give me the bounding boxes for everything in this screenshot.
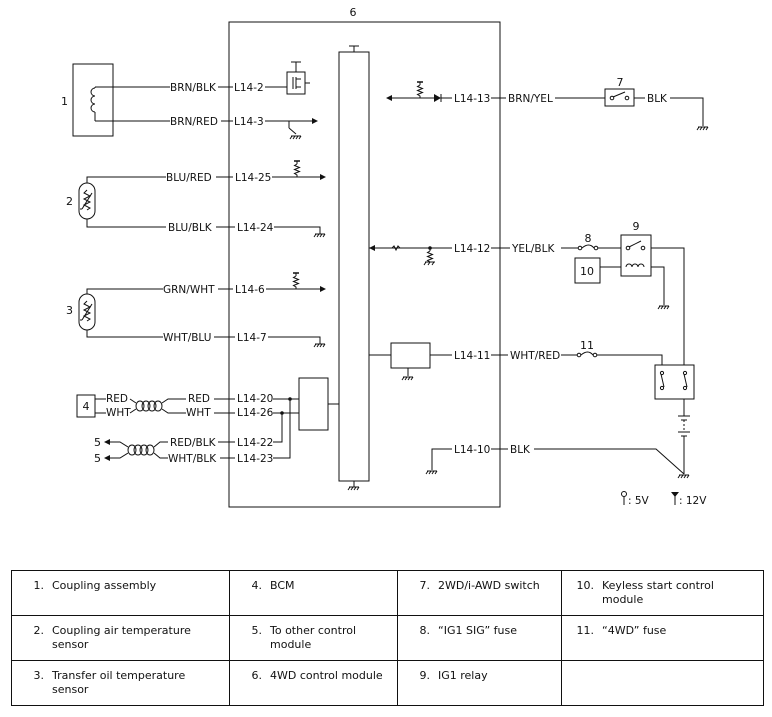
wire-blu-red: BLU/RED xyxy=(166,172,212,184)
legend-cell: 7. 2WD/i-AWD switch xyxy=(397,570,562,616)
voltage-12v-label: : 12V xyxy=(679,495,707,507)
coupling-assembly xyxy=(72,63,114,137)
legend-text: Keyless start control module xyxy=(602,579,714,606)
legend-cell: 3. Transfer oil temperature sensor xyxy=(11,660,230,706)
wire-brn-yel: BRN/YEL xyxy=(508,93,553,105)
legend-text: Coupling air temperature sensor xyxy=(52,624,191,651)
legend-text: Coupling assembly xyxy=(52,579,157,592)
legend-text: “4WD” fuse xyxy=(602,624,667,637)
component-7-label: 7 xyxy=(617,76,624,89)
wire-wht-b: WHT xyxy=(186,407,211,419)
legend-text: IG1 relay xyxy=(438,669,488,682)
bcm-box xyxy=(76,394,96,418)
can-transceiver-box xyxy=(298,377,329,431)
wire-wht-blu: WHT/BLU xyxy=(163,332,211,344)
ig1-sig-fuse xyxy=(577,244,599,251)
legend-text: 4WD control module xyxy=(270,669,383,682)
legend-number: 7. xyxy=(419,579,431,592)
main-relay xyxy=(654,364,695,400)
wire-red-a: RED xyxy=(106,393,128,405)
component-11-label: 11 xyxy=(580,339,594,352)
terminal-l14-13: L14-13 xyxy=(454,93,490,105)
awd-switch xyxy=(604,88,635,107)
wire-wht-a: WHT xyxy=(106,407,131,419)
legend-row: 1. Coupling assembly 4. BCM 7. 2WD/i-AWD swit… xyxy=(11,570,764,616)
component-5b-label: 5 xyxy=(94,452,101,465)
terminal-l14-3: L14-3 xyxy=(234,116,264,128)
terminal-l14-10: L14-10 xyxy=(454,444,490,456)
legend-cell: 8. “IG1 SIG” fuse xyxy=(397,615,562,661)
terminal-l14-25: L14-25 xyxy=(235,172,271,184)
wire-blk-a: BLK xyxy=(647,93,668,105)
terminal-l14-20: L14-20 xyxy=(237,393,273,405)
power-circuit-box xyxy=(390,342,431,369)
terminal-l14-22: L14-22 xyxy=(237,437,273,449)
component-6-label: 6 xyxy=(350,6,357,19)
component-legend-table: 1. Coupling assembly 4. BCM 7. 2WD/i-AWD swit… xyxy=(11,570,764,706)
component-5a-label: 5 xyxy=(94,436,101,449)
legend-row: 2. Coupling air temperature sensor 5. To ot… xyxy=(11,615,764,661)
legend-cell: 11. “4WD” fuse xyxy=(561,615,764,661)
legend-text: “IG1 SIG” fuse xyxy=(438,624,518,637)
component-1-label: 1 xyxy=(61,95,68,108)
component-9-label: 9 xyxy=(633,220,640,233)
legend-text: 2WD/i-AWD switch xyxy=(438,579,540,592)
legend-row: 3. Transfer oil temperature sensor 6. 4WD c… xyxy=(11,660,764,706)
wire-brn-blk: BRN/BLK xyxy=(170,82,217,94)
legend-cell: 2. Coupling air temperature sensor xyxy=(11,615,230,661)
wire-wht-blk: WHT/BLK xyxy=(168,453,217,465)
voltage-5v-symbol xyxy=(621,491,627,505)
terminal-l14-2: L14-2 xyxy=(234,82,264,94)
voltage-5v-label: : 5V xyxy=(628,495,650,507)
legend-number: 10. xyxy=(576,579,595,592)
legend-number: 5. xyxy=(251,624,263,637)
terminal-l14-23: L14-23 xyxy=(237,453,273,465)
component-8-label: 8 xyxy=(585,232,592,245)
wire-red-blk: RED/BLK xyxy=(170,437,217,449)
legend-number: 1. xyxy=(33,579,45,592)
4wd-fuse xyxy=(576,351,598,358)
legend-number: 8. xyxy=(419,624,431,637)
voltage-12v-symbol xyxy=(671,492,679,505)
wire-wht-red: WHT/RED xyxy=(510,350,560,362)
ig1-relay xyxy=(620,234,652,277)
legend-number: 3. xyxy=(33,669,45,682)
terminal-l14-12: L14-12 xyxy=(454,243,490,255)
mosfet-driver xyxy=(286,61,310,95)
legend-cell: 10. Keyless start control module xyxy=(561,570,764,616)
legend-number: 11. xyxy=(576,624,595,637)
terminal-l14-26: L14-26 xyxy=(237,407,274,419)
terminal-l14-7: L14-7 xyxy=(237,332,267,344)
wiring-diagram: 6 1 BRN/BLK L14-2 BRN/RED L14-3 2 BLU/RE… xyxy=(61,6,709,508)
legend-number: 4. xyxy=(251,579,263,592)
wire-grn-wht: GRN/WHT xyxy=(163,284,215,296)
wire-red-b: RED xyxy=(188,393,210,405)
legend-cell: 6. 4WD control module xyxy=(229,660,398,706)
legend-text: Transfer oil temperature sensor xyxy=(52,669,186,696)
wire-brn-red: BRN/RED xyxy=(170,116,218,128)
wire-blu-blk: BLU/BLK xyxy=(168,222,213,234)
terminal-l14-24: L14-24 xyxy=(237,222,274,234)
wire-yel-blk: YEL/BLK xyxy=(511,243,555,255)
keyless-start-module-box xyxy=(574,257,601,284)
wire-blk-b: BLK xyxy=(510,444,531,456)
legend-text: To other control module xyxy=(270,624,357,651)
component-2-label: 2 xyxy=(66,195,73,208)
legend-text: BCM xyxy=(270,579,295,592)
module-6-box xyxy=(228,21,501,508)
component-3-label: 3 xyxy=(66,304,73,317)
legend-number: 9. xyxy=(419,669,431,682)
component-4-label: 4 xyxy=(83,400,90,413)
legend-cell: 5. To other control module xyxy=(229,615,398,661)
terminal-l14-6: L14-6 xyxy=(235,284,265,296)
legend-cell: 9. IG1 relay xyxy=(397,660,562,706)
legend-cell: 1. Coupling assembly xyxy=(11,570,230,616)
legend-cell: 4. BCM xyxy=(229,570,398,616)
terminal-l14-11: L14-11 xyxy=(454,350,490,362)
legend-number: 6. xyxy=(251,669,263,682)
legend-cell xyxy=(561,660,764,706)
component-10-label: 10 xyxy=(580,265,594,278)
module-bus-bar xyxy=(338,51,370,482)
legend-number: 2. xyxy=(33,624,45,637)
